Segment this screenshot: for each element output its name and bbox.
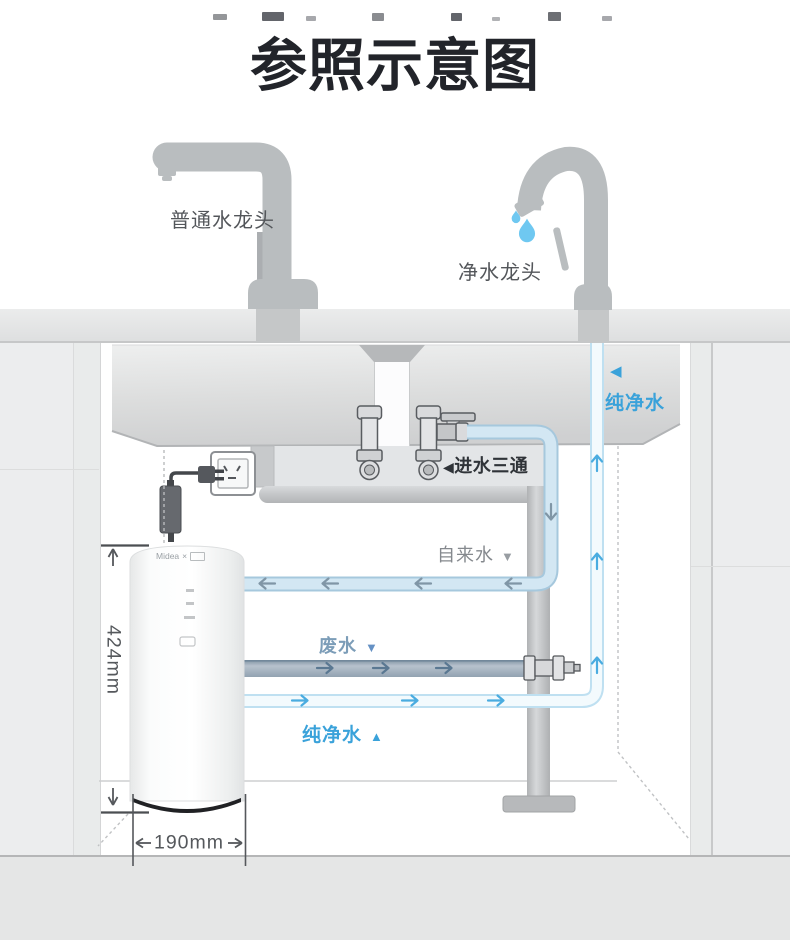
left-wall-tile-seam <box>0 469 99 470</box>
co-brand-badge <box>190 551 206 561</box>
tap-water-direction-marker: ▼ <box>501 549 515 564</box>
power-adapter <box>159 480 182 542</box>
right-wall-tile-seam <box>691 566 790 567</box>
height-dimension-marker <box>101 544 149 814</box>
pure-water-pipe <box>240 343 604 708</box>
left-cabinet-side-panel <box>73 343 101 855</box>
tap-water-label: 自来水▼ <box>437 545 515 565</box>
tee-valve-handle <box>440 412 476 422</box>
sink-drain-funnel <box>359 345 425 362</box>
faucet-handle <box>257 232 263 280</box>
drain-clamp-fitting <box>523 655 581 681</box>
drain-pipe-base-flange <box>502 795 576 813</box>
waste-water-direction-marker: ▼ <box>365 640 379 655</box>
normal-faucet-label: 普通水龙头 <box>170 210 275 232</box>
page-title: 参照示意图 <box>250 34 540 98</box>
collab-mark: × <box>182 551 188 561</box>
drain-pipe <box>250 445 576 813</box>
brand-text: Midea <box>156 551 180 561</box>
width-dimension-marker <box>132 794 247 866</box>
right-cabinet-side-panel <box>690 343 711 855</box>
inlet-tee-marker: ◀ <box>443 459 455 475</box>
height-dimension-value: 424mm <box>102 624 125 696</box>
sink-base-niche <box>259 446 549 487</box>
pure-water-up-marker: ▲ <box>370 729 384 744</box>
purifier-brand-logo: Midea× <box>156 551 206 561</box>
right-wall <box>711 343 790 855</box>
pure-water-arrow-marker: ◀ <box>610 363 623 380</box>
width-dimension-value: 190mm <box>153 831 225 854</box>
waste-water-label: 废水▼ <box>319 636 379 656</box>
waste-water-pipe <box>240 655 581 681</box>
inlet-tee-valve <box>415 405 476 481</box>
pure-water-top-label: 纯净水 <box>605 393 666 414</box>
purified-faucet <box>511 146 612 343</box>
faucet-handle <box>553 227 569 271</box>
water-drop-icon <box>511 210 536 243</box>
pure-water-bottom-label: 纯净水▲ <box>302 725 384 746</box>
water-purifier-unit <box>129 545 245 813</box>
purifier-base <box>133 798 241 813</box>
purifier-indicator-icons <box>179 589 196 647</box>
normal-faucet <box>152 142 318 343</box>
power-plug <box>169 466 224 488</box>
inlet-tee-label: ◀进水三通 <box>443 456 529 476</box>
sink-basin <box>111 344 681 448</box>
supply-valve-left <box>356 405 383 481</box>
power-outlet <box>210 451 256 496</box>
left-wall <box>0 343 73 855</box>
purified-faucet-label: 净水龙头 <box>458 262 542 284</box>
floor <box>0 855 790 940</box>
countertop <box>0 309 790 343</box>
cabinet-corner-dashed-lines <box>97 446 690 847</box>
